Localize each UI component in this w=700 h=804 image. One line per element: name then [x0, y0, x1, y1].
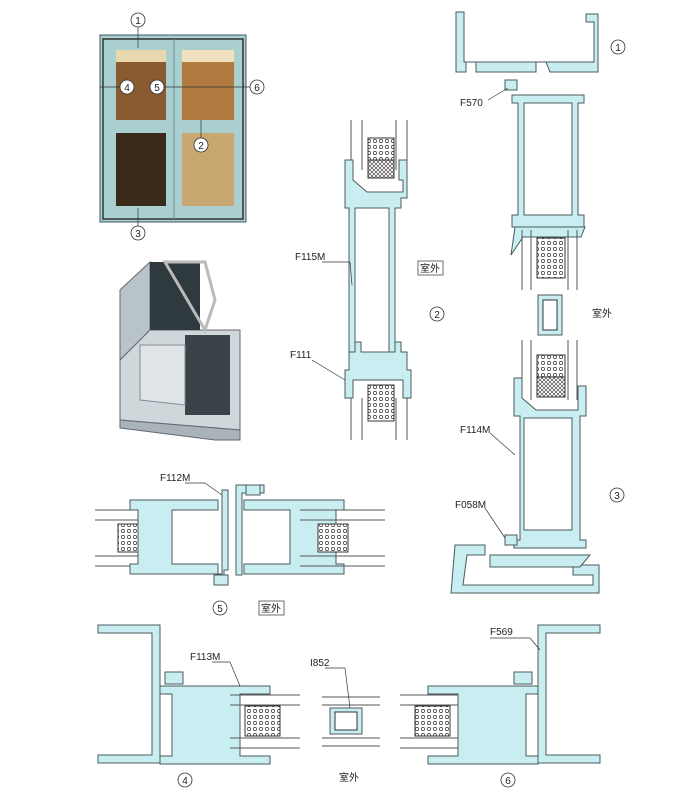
callout-6: 6 — [249, 79, 265, 95]
label-f114m: F114M — [460, 425, 490, 436]
label-f115m: F115M — [295, 252, 325, 263]
label-f113m: F113M — [190, 652, 220, 663]
svg-text:4: 4 — [124, 83, 130, 94]
svg-text:2: 2 — [198, 141, 204, 152]
label-outside-2: 室外 — [420, 262, 440, 275]
callout-4-section: 4 — [182, 776, 188, 787]
label-f111: F111 — [290, 350, 312, 361]
label-outside-bottom: 室外 — [339, 771, 359, 784]
callout-2: 2 — [193, 137, 209, 153]
section-2-vertical: F115M F111 室外 2 — [290, 120, 445, 440]
profile-3d-render — [119, 260, 241, 441]
callout-1-section: 1 — [615, 43, 621, 54]
label-f570: F570 — [460, 98, 483, 109]
svg-text:5: 5 — [154, 83, 160, 94]
callout-5: 5 — [149, 79, 165, 95]
label-outside-5: 室外 — [261, 602, 281, 615]
svg-text:3: 3 — [135, 229, 141, 240]
label-f112m: F112M — [160, 473, 190, 484]
section-5-horizontal: F112M 5 室外 — [95, 473, 385, 616]
svg-text:1: 1 — [135, 16, 141, 27]
callout-1: 1 — [130, 12, 146, 28]
svg-text:6: 6 — [254, 83, 260, 94]
section-1-3-vertical: F570 F114M F058M 室外 1 3 — [450, 11, 626, 594]
callout-5-section: 5 — [217, 604, 223, 615]
label-f569: F569 — [490, 627, 513, 638]
label-outside-3: 室外 — [592, 307, 612, 320]
callout-3: 3 — [130, 225, 146, 241]
section-4-6-horizontal: F113M I852 F569 4 室外 6 — [97, 624, 601, 788]
callout-2-section: 2 — [434, 310, 440, 321]
callout-6-section: 6 — [505, 776, 511, 787]
label-i852: I852 — [310, 658, 330, 669]
callout-3-section: 3 — [614, 491, 620, 502]
callout-4: 4 — [119, 79, 135, 95]
label-f058m: F058M — [455, 500, 486, 511]
door-photo: 1 4 5 6 2 3 — [99, 12, 265, 241]
